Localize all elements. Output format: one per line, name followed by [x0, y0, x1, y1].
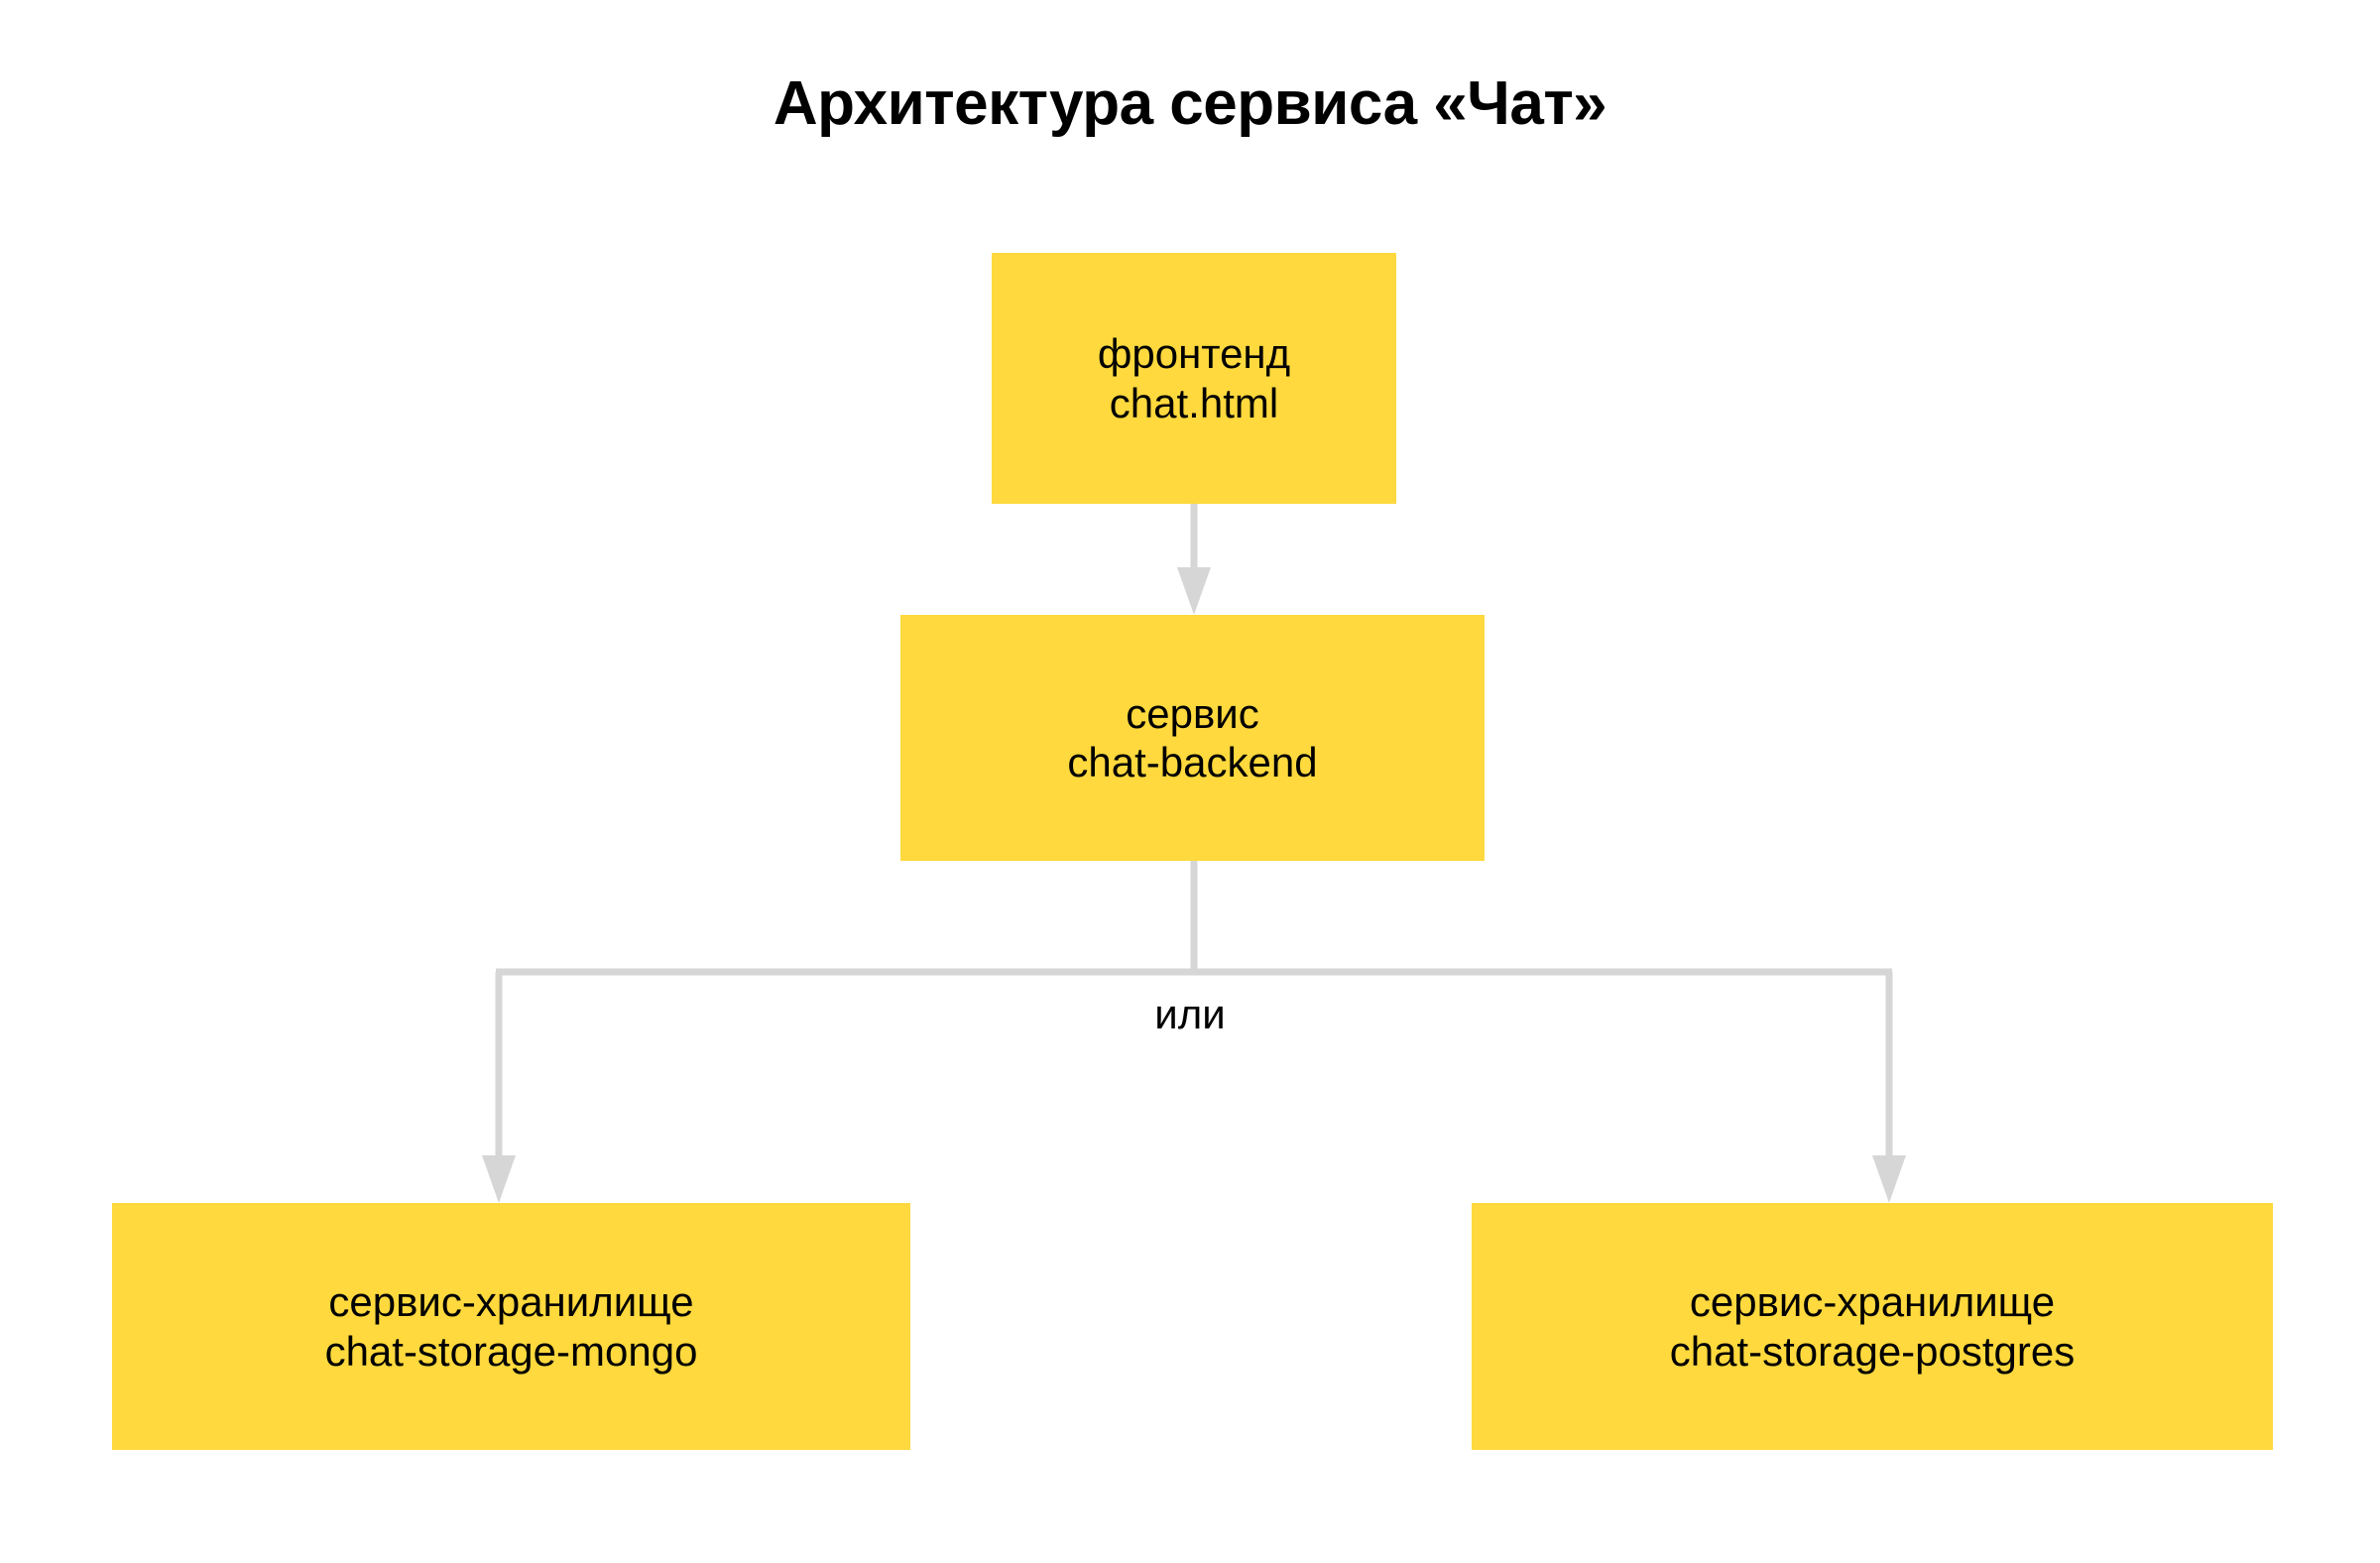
- arrowhead-frontend-backend: [1177, 567, 1211, 615]
- node-backend-line2: chat-backend: [1067, 739, 1318, 785]
- arrowhead-bus-mongo: [482, 1155, 516, 1203]
- node-storage-postgres-line2: chat-storage-postgres: [1669, 1327, 2076, 1375]
- page-title: Архитектура сервиса «Чат»: [773, 69, 1607, 138]
- node-backend-line1: сервис: [1126, 689, 1259, 737]
- arrowhead-bus-postgres: [1872, 1155, 1906, 1203]
- edge-label-branch: или: [1154, 991, 1226, 1037]
- node-frontend-line2: chat.html: [1109, 379, 1279, 426]
- node-storage-mongo[interactable]: сервис-хранилище chat-storage-mongo: [112, 1203, 910, 1450]
- node-backend[interactable]: сервис chat-backend: [900, 615, 1485, 861]
- node-frontend[interactable]: фронтенд chat.html: [992, 253, 1396, 504]
- edge-frontend-to-backend: [1177, 504, 1211, 615]
- node-storage-postgres-line1: сервис-хранилище: [1689, 1278, 2056, 1326]
- edge-backend-to-bus: [496, 861, 1892, 976]
- node-storage-postgres[interactable]: сервис-хранилище chat-storage-postgres: [1472, 1203, 2273, 1450]
- node-frontend-line1: фронтенд: [1097, 330, 1291, 378]
- edge-bus-to-storage-postgres: [1872, 972, 1906, 1203]
- edge-bus-to-storage-mongo: [482, 972, 516, 1203]
- node-storage-mongo-line2: chat-storage-mongo: [324, 1327, 698, 1375]
- node-storage-mongo-line1: сервис-хранилище: [328, 1278, 694, 1326]
